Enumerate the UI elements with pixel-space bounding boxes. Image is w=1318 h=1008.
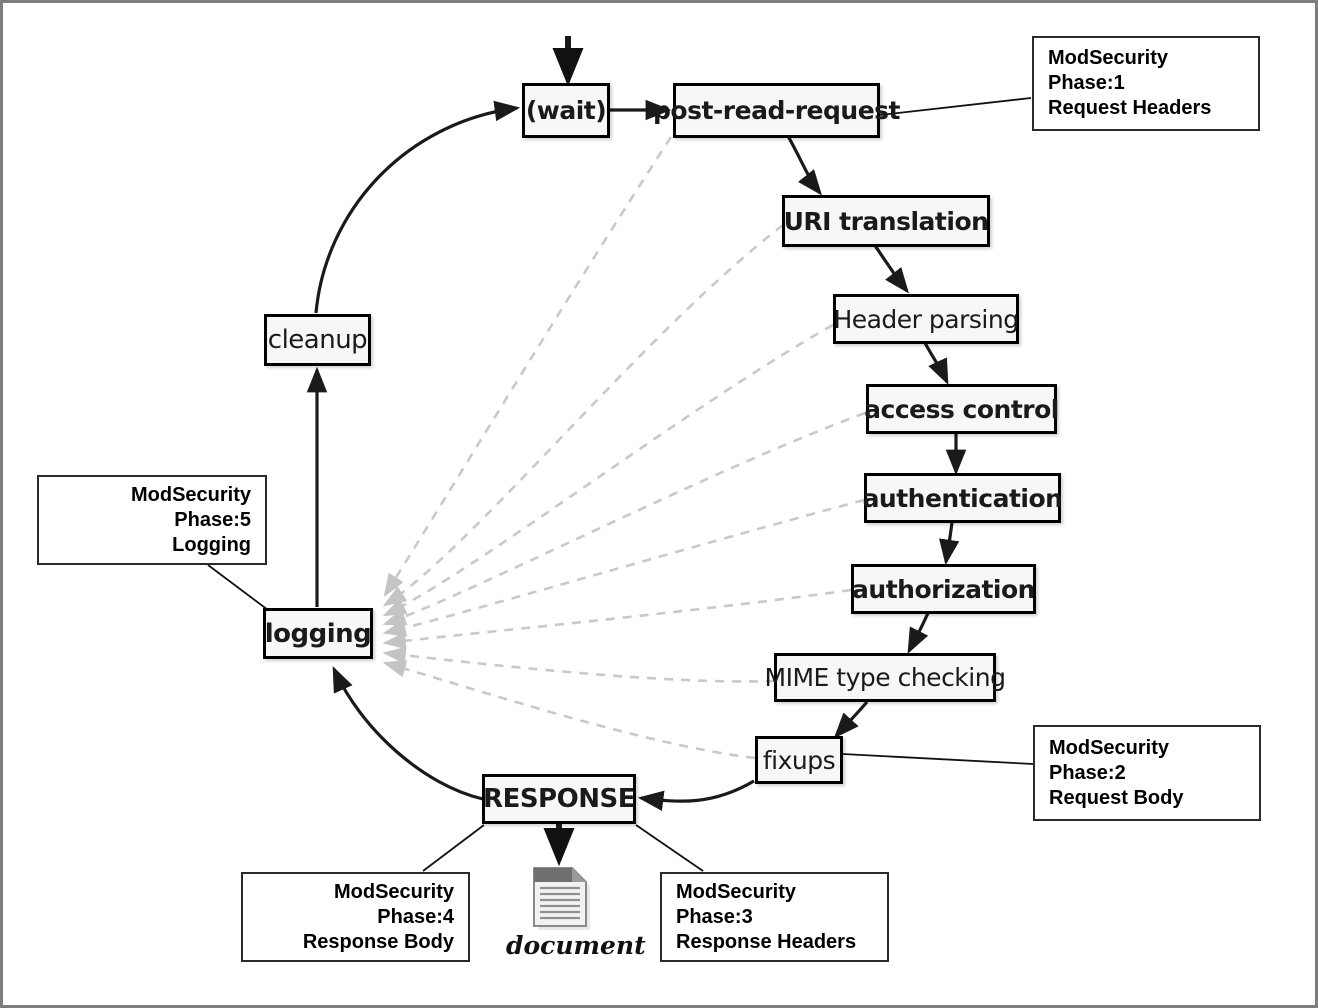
node-cleanup-label: cleanup — [267, 325, 368, 355]
node-fixups[interactable]: fixups — [755, 736, 843, 784]
edge-mime-to-logging-dashed — [382, 646, 776, 683]
edge-fixups-to-response — [637, 779, 755, 811]
edge-header-to-logging-dashed — [382, 323, 834, 617]
callout-phase2-line2: Request Body — [1049, 786, 1184, 809]
edge-header-to-access — [923, 342, 949, 385]
node-response-label: RESPONSE — [483, 784, 635, 814]
node-response[interactable]: RESPONSE — [482, 774, 636, 824]
edge-postread-to-logging-dashed — [383, 136, 673, 598]
node-header-parsing-label: Header parsing — [833, 304, 1019, 334]
node-post-read-request-label: post-read-request — [653, 96, 900, 125]
node-wait[interactable]: (wait) — [522, 83, 610, 138]
callout-phase3: ModSecurity Phase:3 Response Headers — [660, 872, 889, 962]
callout-phase1: ModSecurity Phase:1 Request Headers — [1032, 36, 1260, 131]
edge-postread-to-uri — [786, 135, 822, 196]
leader-phase5 — [207, 564, 269, 611]
node-authentication-label: authentication — [862, 483, 1063, 513]
callout-phase4-line1: ModSecurity Phase:4 — [333, 880, 454, 928]
callout-phase5: ModSecurity Phase:5 Logging — [37, 475, 267, 565]
callout-phase4: ModSecurity Phase:4 Response Body — [241, 872, 470, 962]
edge-uri-to-logging-dashed — [382, 223, 784, 607]
node-mime-type-checking[interactable]: MIME type checking — [765, 653, 1006, 702]
edge-authn-to-logging-dashed — [382, 498, 865, 637]
node-mime-type-checking-label: MIME type checking — [764, 663, 1006, 692]
node-fixups-label: fixups — [762, 745, 836, 775]
edge-access-to-logging-dashed — [382, 411, 866, 626]
document-page-icon — [533, 867, 590, 930]
callout-phase1-line2: Request Headers — [1048, 97, 1212, 119]
leader-phase1 — [879, 97, 1032, 116]
callout-phase2: ModSecurity Phase:2 Request Body — [1033, 725, 1261, 821]
node-cleanup[interactable]: cleanup — [264, 314, 371, 366]
edge-response-to-logging — [332, 666, 484, 801]
node-logging-label: logging — [264, 618, 372, 649]
edge-cleanup-to-wait — [314, 100, 521, 314]
document-label: document — [506, 931, 646, 960]
edge-authz-to-mime — [907, 612, 930, 654]
callout-phase3-line2: Response Headers — [676, 930, 857, 953]
callout-phase2-line1: ModSecurity Phase:2 — [1049, 736, 1170, 784]
node-access-control-label: access control — [864, 394, 1059, 424]
callout-phase1-line1: ModSecurity Phase:1 — [1048, 47, 1169, 94]
edge-authn-to-authz — [939, 521, 960, 566]
callout-phase4-line2: Response Body — [302, 930, 454, 953]
node-header-parsing[interactable]: Header parsing — [833, 294, 1019, 344]
node-authorization-label: authorization — [852, 574, 1035, 604]
leader-phase4 — [422, 824, 485, 872]
leader-phase3 — [635, 824, 704, 872]
leader-phase2 — [842, 753, 1034, 765]
node-uri-translation-label: URI translation — [783, 206, 989, 236]
node-logging[interactable]: logging — [263, 608, 373, 659]
callout-phase5-line1: ModSecurity Phase:5 — [130, 483, 251, 531]
edge-fixups-to-logging-dashed — [382, 660, 756, 760]
edge-uri-to-header — [872, 243, 909, 294]
edge-authz-to-logging-dashed — [382, 588, 852, 650]
node-authorization[interactable]: authorization — [851, 564, 1036, 614]
callout-phase5-line2: Logging — [172, 533, 251, 556]
edge-mime-to-fixups — [833, 700, 869, 739]
node-wait-label: (wait) — [525, 96, 607, 125]
node-access-control[interactable]: access control — [864, 384, 1059, 434]
callout-phase3-line1: ModSecurity Phase:3 — [676, 880, 797, 928]
node-post-read-request[interactable]: post-read-request — [653, 83, 900, 138]
node-uri-translation[interactable]: URI translation — [782, 195, 990, 247]
node-authentication[interactable]: authentication — [862, 473, 1063, 523]
